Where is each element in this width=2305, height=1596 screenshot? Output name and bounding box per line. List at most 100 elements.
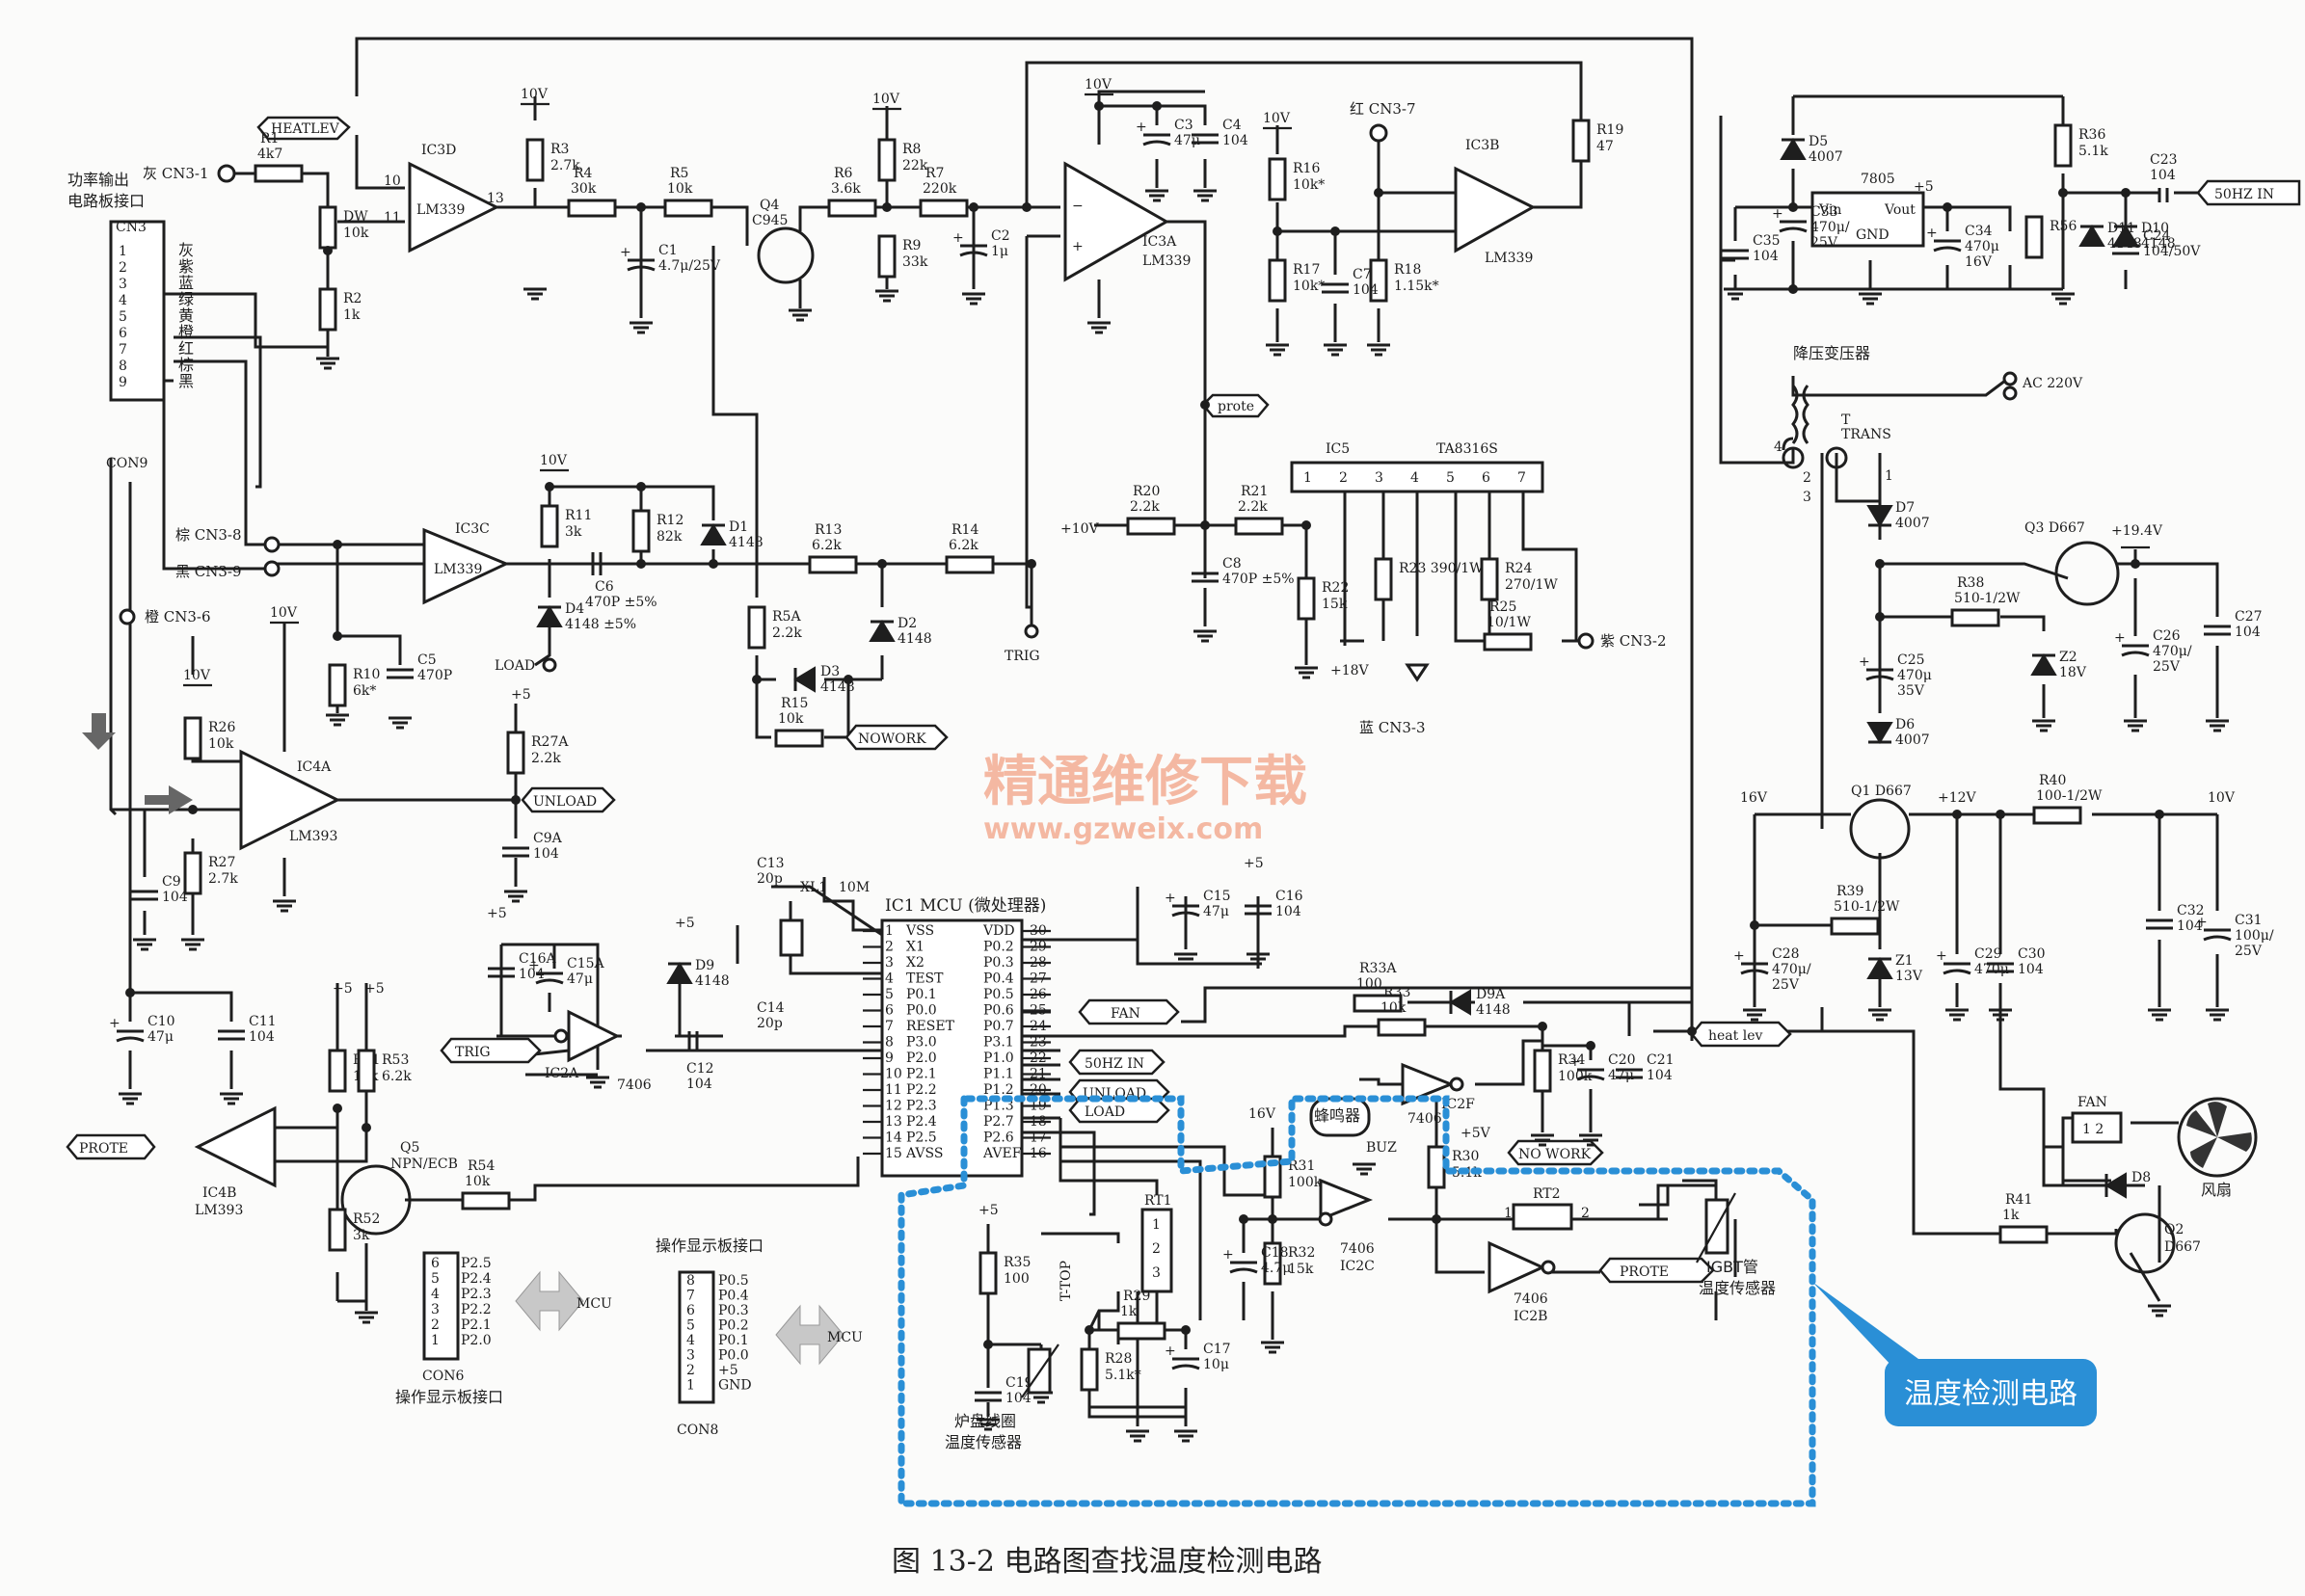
mcu-pin-P0.4: P0.4 — [983, 971, 1014, 987]
r5-label: R5 — [670, 166, 688, 181]
c9a-value: 104 — [533, 846, 559, 862]
mcu-pin-P1.0: P1.0 — [983, 1051, 1014, 1066]
junction-dot — [1152, 101, 1162, 111]
r7-label: R7 — [925, 166, 944, 181]
callout: 温度检测电路 — [1812, 1282, 2097, 1426]
c1-value: 4.7μ/25V — [658, 258, 721, 274]
mcu-pin-num-5: 5 — [885, 987, 894, 1002]
c3-plus: + — [1136, 120, 1147, 135]
ic3d-pin10: 10 — [384, 173, 401, 189]
fan-icon — [2177, 1097, 2258, 1178]
junction-dot — [636, 559, 646, 569]
con8-pin-GND: GND — [718, 1378, 752, 1394]
r25-value: 10/1W — [1487, 615, 1531, 630]
junction-dot — [125, 988, 135, 998]
watermark-url: www.gzweix.com — [983, 812, 1263, 846]
mcu-pin-num-2: 2 — [885, 940, 894, 955]
r20-label: R20 — [1133, 484, 1160, 499]
c10-plus: + — [109, 1016, 121, 1031]
supply-5v-r51: +5 — [333, 981, 353, 997]
ground-icon — [2206, 719, 2229, 732]
resistors: R14k7DW10kR21kR32.7kR430kR510kR63.6kR822… — [183, 119, 2108, 1392]
ground-icon — [1266, 343, 1289, 357]
watermark-text: 精通维修下载 — [983, 751, 1307, 813]
r22-value: 15k — [1322, 597, 1348, 612]
ic5-pin-4: 4 — [1410, 470, 1419, 486]
junction-dot — [333, 631, 342, 641]
resistor-r23: R23 390/1W — [1374, 557, 1484, 601]
c2-plus: + — [952, 230, 964, 246]
mcu-pin-VDD: VDD — [982, 923, 1015, 939]
r27-value: 2.7k — [208, 871, 238, 887]
d10-value: 4148 — [2141, 236, 2176, 252]
con8-pin-P0.4: P0.4 — [718, 1289, 749, 1304]
buz-label: BUZ — [1366, 1140, 1397, 1156]
junction-dot — [1875, 559, 1885, 569]
r7-value: 220k — [923, 181, 957, 197]
ground-icon — [1246, 952, 1270, 966]
r16-label: R16 — [1293, 161, 1320, 176]
r3-label: R3 — [550, 142, 569, 157]
cn3-pin-4: 4 — [119, 293, 127, 308]
r21-label: R21 — [1241, 484, 1268, 499]
ground-icon — [504, 890, 527, 903]
mcu-pin-num-10: 10 — [885, 1067, 902, 1082]
ground-icon — [586, 1076, 609, 1089]
mcu-pin-num-12: 12 — [885, 1099, 902, 1114]
r1-label: R1 — [260, 131, 279, 146]
c30-value: 104 — [2018, 962, 2044, 977]
r56-label: R56 — [2050, 219, 2077, 234]
z1-label: Z1 — [1895, 953, 1914, 969]
mcu-arrow-label2: MCU — [827, 1330, 863, 1345]
igbt-sensor-line1: IGBT管 — [1706, 1258, 1758, 1276]
con6-title: 操作显示板接口 — [395, 1388, 503, 1406]
cn3-pin-1: 1 — [119, 244, 127, 259]
rt1-label: RT1 — [1144, 1193, 1172, 1209]
r2-label: R2 — [343, 291, 362, 306]
r34-label: R34 — [1558, 1052, 1585, 1068]
c18-label: C18 — [1261, 1245, 1289, 1261]
c33-value: 470μ/ — [1810, 220, 1850, 235]
r31-value: 100k — [1288, 1175, 1323, 1190]
mcu-pin-num-9: 9 — [885, 1051, 894, 1066]
mcu-pin-P2.0: P2.0 — [906, 1051, 937, 1066]
ic2b-label: IC2B — [1514, 1309, 1547, 1324]
cn3-pin-color-1: 灰 — [178, 241, 194, 259]
ic2f-label: IC2F — [1441, 1097, 1475, 1112]
c20-value: 47μ — [1608, 1068, 1634, 1083]
junction-dot — [1750, 920, 1759, 930]
c31-value: 100μ/ — [2235, 928, 2274, 944]
supply-10v-r8: 10V — [872, 92, 900, 107]
c35-value: 104 — [1753, 249, 1779, 264]
ic5-part: TA8316S — [1436, 441, 1498, 457]
mcu-pin-num-4: 4 — [885, 971, 894, 987]
ground-icon — [1531, 1133, 1554, 1147]
r27a-value: 2.2k — [531, 751, 561, 766]
c6-label: C6 — [595, 579, 614, 595]
ic5-pin-1: 1 — [1303, 470, 1312, 486]
c30-label: C30 — [2018, 946, 2046, 962]
ground-icon — [220, 1092, 243, 1105]
ground-icon — [875, 289, 898, 303]
d1-value: 4148 — [729, 535, 764, 550]
mcu-pin-P2.7: P2.7 — [983, 1114, 1014, 1130]
mcu-pin-P0.3: P0.3 — [983, 955, 1014, 971]
c16-value: 104 — [1275, 904, 1301, 919]
c5-label: C5 — [417, 652, 437, 668]
xl1-label: XL1 — [800, 880, 827, 895]
mcu-pin-num-7: 7 — [885, 1019, 894, 1034]
d6-label: D6 — [1895, 717, 1915, 732]
